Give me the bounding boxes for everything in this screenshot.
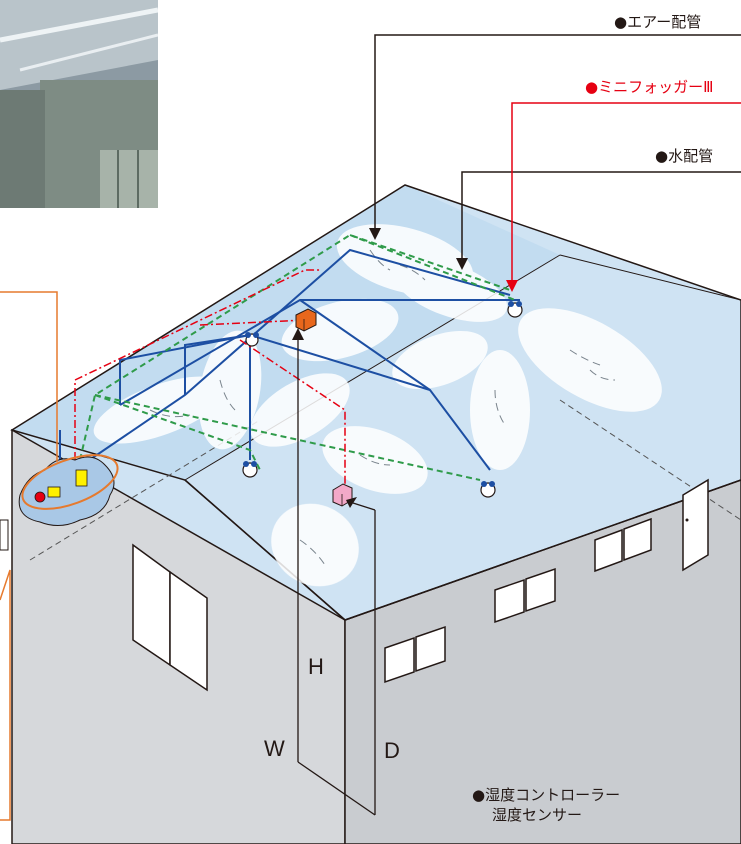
humidity-controller-box — [295, 308, 317, 332]
mist-plume — [93, 376, 227, 444]
mist-plume — [198, 330, 262, 450]
window — [384, 636, 415, 684]
fogger-nozzle — [507, 301, 523, 318]
width-dimension-label: W — [264, 736, 285, 761]
fogger-nozzle — [480, 481, 496, 498]
mini-fogger-label: ●ミニフォッガーⅢ — [585, 78, 714, 96]
window — [494, 578, 525, 624]
air-pipe — [79, 233, 516, 481]
controller-icon — [47, 486, 61, 498]
window — [525, 567, 556, 613]
water-pipe-leader — [461, 171, 741, 262]
double-door — [169, 570, 208, 692]
mist-plume — [271, 503, 359, 587]
water-pipe-label: ●水配管 — [655, 147, 714, 165]
depth-dimension-label: D — [384, 738, 400, 763]
mist-plume — [518, 308, 662, 412]
ceiling — [12, 185, 741, 620]
controller-label: ●湿度コントローラー — [472, 786, 621, 804]
fogger-leader — [511, 102, 741, 282]
mist-plume — [250, 373, 350, 447]
controller-icon — [75, 469, 88, 487]
warehouse-photo — [0, 0, 158, 208]
window — [594, 528, 623, 573]
window — [415, 625, 446, 673]
mist-plume — [392, 258, 508, 322]
panel-leader — [0, 291, 58, 821]
sensor-label: 湿度センサー — [492, 806, 583, 824]
dimension-lines — [297, 340, 376, 816]
air-pipe-leader — [374, 34, 741, 230]
control-wire — [74, 269, 346, 490]
air-pipe-label: ●エアー配管 — [614, 13, 702, 31]
pump-icon — [34, 491, 46, 503]
side-door — [682, 478, 709, 572]
window — [623, 517, 652, 562]
fogger-nozzle — [242, 461, 258, 478]
mist-plume — [470, 350, 530, 470]
fogger-nozzle — [245, 332, 259, 347]
mist-plume — [322, 426, 428, 494]
mist-plume — [392, 330, 488, 390]
height-dimension-label: H — [308, 654, 324, 679]
